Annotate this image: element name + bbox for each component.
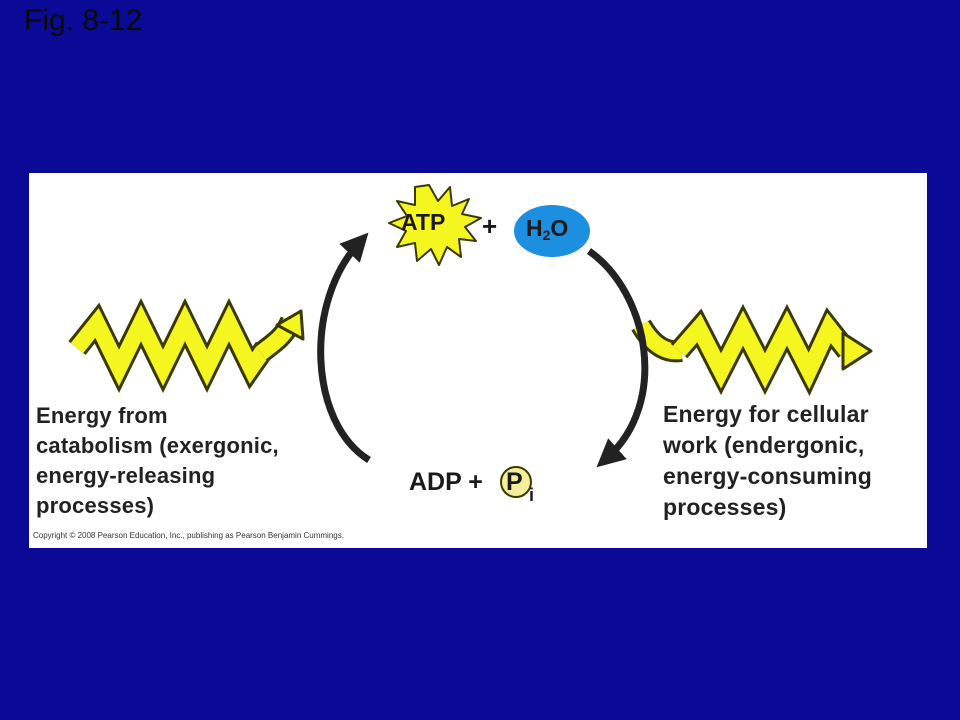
atp-burst-shape	[388, 184, 482, 266]
right-caption-line: energy-consuming	[663, 463, 872, 489]
right-caption: Energy for cellular work (endergonic, en…	[663, 399, 872, 523]
hydrolysis-arc-arrow	[586, 248, 649, 468]
water-h: H	[526, 215, 543, 241]
phosphate-p: P	[506, 468, 523, 496]
adp-label: ADP +	[409, 468, 483, 496]
right-caption-line: Energy for cellular	[663, 401, 869, 427]
water-subscript: 2	[542, 227, 551, 243]
phosphate-subscript: i	[529, 485, 535, 505]
left-caption-line: energy-releasing	[36, 463, 216, 488]
energy-input-zigzag	[68, 297, 305, 394]
water-label: H2O	[526, 215, 568, 243]
left-caption: Energy from catabolism (exergonic, energ…	[36, 401, 279, 521]
diagram-panel: ATP + H2O ADP + P i Energy from cataboli…	[29, 173, 927, 548]
plus-sign-top: +	[482, 211, 498, 241]
synthesis-arc-arrow	[317, 232, 371, 463]
left-caption-line: catabolism (exergonic,	[36, 433, 279, 458]
left-caption-line: Energy from	[36, 403, 168, 428]
phosphate-circle	[500, 466, 532, 498]
energy-output-zigzag	[631, 303, 873, 397]
atp-label: ATP	[401, 209, 446, 235]
copyright-notice: Copyright © 2008 Pearson Education, Inc.…	[33, 531, 344, 540]
left-caption-line: processes)	[36, 493, 155, 518]
water-o: O	[550, 215, 569, 241]
right-caption-line: work (endergonic,	[663, 432, 865, 458]
right-caption-line: processes)	[663, 494, 787, 520]
figure-label: Fig. 8-12	[24, 4, 143, 37]
diagram-graphics	[68, 184, 873, 498]
water-ellipse	[514, 205, 590, 257]
